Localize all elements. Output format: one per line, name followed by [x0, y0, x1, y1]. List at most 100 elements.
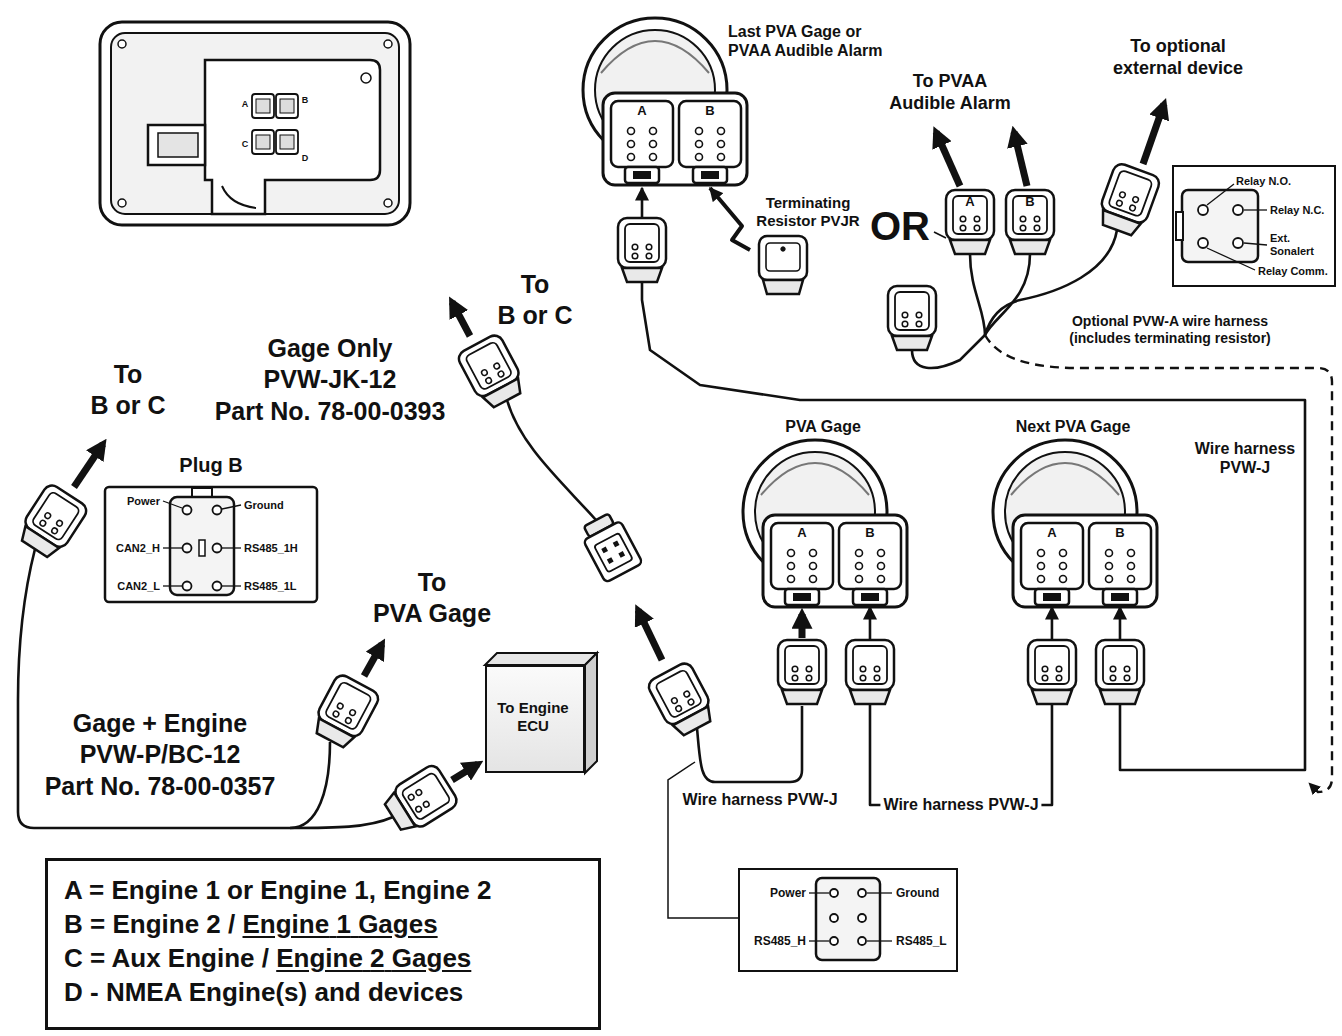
pin-pinout: PowerGroundRS485_HRS485_L [738, 868, 958, 972]
relay-pinout [1207, 184, 1267, 270]
engine-ecu [485, 653, 597, 665]
relay-pinout [1198, 205, 1208, 215]
callout-label: Wire harness PVW-J [679, 790, 840, 809]
pin-pinout [830, 937, 838, 945]
gage-node-text: B [865, 525, 874, 541]
pin-pinout-text: Ground [896, 886, 939, 900]
display-unit [384, 199, 392, 207]
harness-plug [1095, 162, 1162, 239]
display-unit [384, 40, 392, 48]
harness-cable [507, 400, 596, 520]
plug-pinout-text: Plug B [179, 453, 242, 477]
direction-arrow [452, 764, 478, 780]
plug-pinout [183, 582, 192, 591]
display-unit [256, 99, 270, 113]
illustration [583, 18, 747, 185]
harness-plug [1096, 640, 1144, 704]
terminator-node-text: Terminating Resistor PVJR [756, 194, 859, 230]
harness-plug [456, 332, 528, 411]
pin-pinout [858, 914, 866, 922]
plug-pinout [213, 506, 222, 515]
callout-label: To B or C [497, 269, 572, 332]
relay-pinout [1244, 243, 1267, 245]
callout-label: Gage Only PVW-JK-12 Part No. 78-00-0393 [215, 333, 446, 427]
display-unit-text: C [242, 139, 249, 150]
plug-pinout [163, 585, 182, 586]
plug-pinout-text: CAN2_L [117, 580, 160, 593]
leader-line [668, 762, 738, 918]
display-unit-text: A [242, 99, 249, 110]
harness-plug [14, 482, 89, 562]
plug-pinout [183, 506, 222, 591]
plug-pinout [192, 488, 212, 497]
relay-pinout [1207, 248, 1255, 270]
relay-pinout [1176, 212, 1183, 240]
direction-arrow [74, 104, 1164, 780]
direction-arrow [452, 302, 470, 336]
plug-pinout-text: Ground [244, 499, 284, 512]
pin-pinout [816, 878, 880, 960]
plug-pinout [199, 540, 205, 556]
relay-pinout [1176, 184, 1267, 270]
harness-plug [646, 660, 718, 739]
relay-pinout [1207, 184, 1234, 205]
gage-node: Next PVA GageAB [983, 415, 1163, 607]
harness-plug [778, 640, 826, 704]
display-unit [280, 99, 294, 113]
callout-label: Optional PVW-A wire harness (includes te… [1069, 313, 1271, 347]
pin-pinout [809, 940, 829, 941]
gage-node-text: PVA Gage [785, 417, 861, 436]
callout-label: To PVAA Audible Alarm [889, 71, 1010, 114]
harness-cable [985, 254, 1030, 335]
pin-pinout [830, 889, 866, 945]
relay-pinout-text: Relay N.C. [1270, 204, 1324, 217]
pin-pinout [809, 893, 892, 941]
legend-box-text: C = Aux Engine / Engine 2 Gages [64, 941, 582, 975]
pin-pinout-text: RS485_L [896, 934, 947, 948]
callout-label: To B or C [90, 359, 165, 422]
display-unit [118, 199, 126, 207]
gage-node-text: B [705, 103, 714, 119]
plug-pinout-text: RS485_1H [244, 542, 298, 555]
harness-plug [577, 510, 642, 583]
underline-run: Engine 2 Gages [276, 943, 471, 973]
display-unit-text: D [302, 153, 309, 164]
relay-pinout [1182, 190, 1258, 262]
harness-plug [888, 286, 936, 350]
harness-plug [380, 763, 460, 838]
display-unit [276, 130, 298, 154]
pin-pinout [867, 940, 892, 941]
harness-plug [1028, 640, 1076, 704]
callout-label: To optional external device [1113, 36, 1243, 79]
display-unit [256, 135, 270, 149]
optional-route [985, 335, 1332, 792]
display-unit [256, 99, 294, 149]
illustration [993, 440, 1157, 607]
pin-pinout [830, 914, 838, 922]
plug-pinout [105, 487, 317, 602]
resistor-symbol [763, 280, 803, 294]
resistor-symbol [759, 236, 807, 280]
relay-pinout [1244, 209, 1267, 210]
harness-plug [14, 162, 1161, 838]
harness-cable [697, 706, 802, 782]
plug-pinout [213, 582, 222, 591]
harness-cable [18, 549, 330, 828]
pin-pinout [858, 889, 866, 897]
plug-pinout [222, 585, 241, 586]
harness-plug [846, 640, 894, 704]
pin-pinout [830, 889, 838, 897]
resistor-symbol [781, 247, 785, 251]
legend-box: A = Engine 1 or Engine 1, Engine 2B = En… [45, 858, 601, 1030]
resistor-symbol [759, 236, 807, 294]
display-unit [252, 130, 274, 154]
harness-cable [18, 230, 1117, 828]
harness-plug [618, 218, 666, 282]
display-unit [361, 73, 371, 83]
display-unit-text: B [302, 95, 309, 106]
direction-arrow [1143, 104, 1164, 164]
engine-ecu [585, 653, 597, 773]
plug-pinout [170, 497, 234, 595]
relay-pinout [1198, 238, 1208, 248]
gage-node: Last PVA Gage or PVAA Audible AlarmAB [573, 13, 903, 188]
